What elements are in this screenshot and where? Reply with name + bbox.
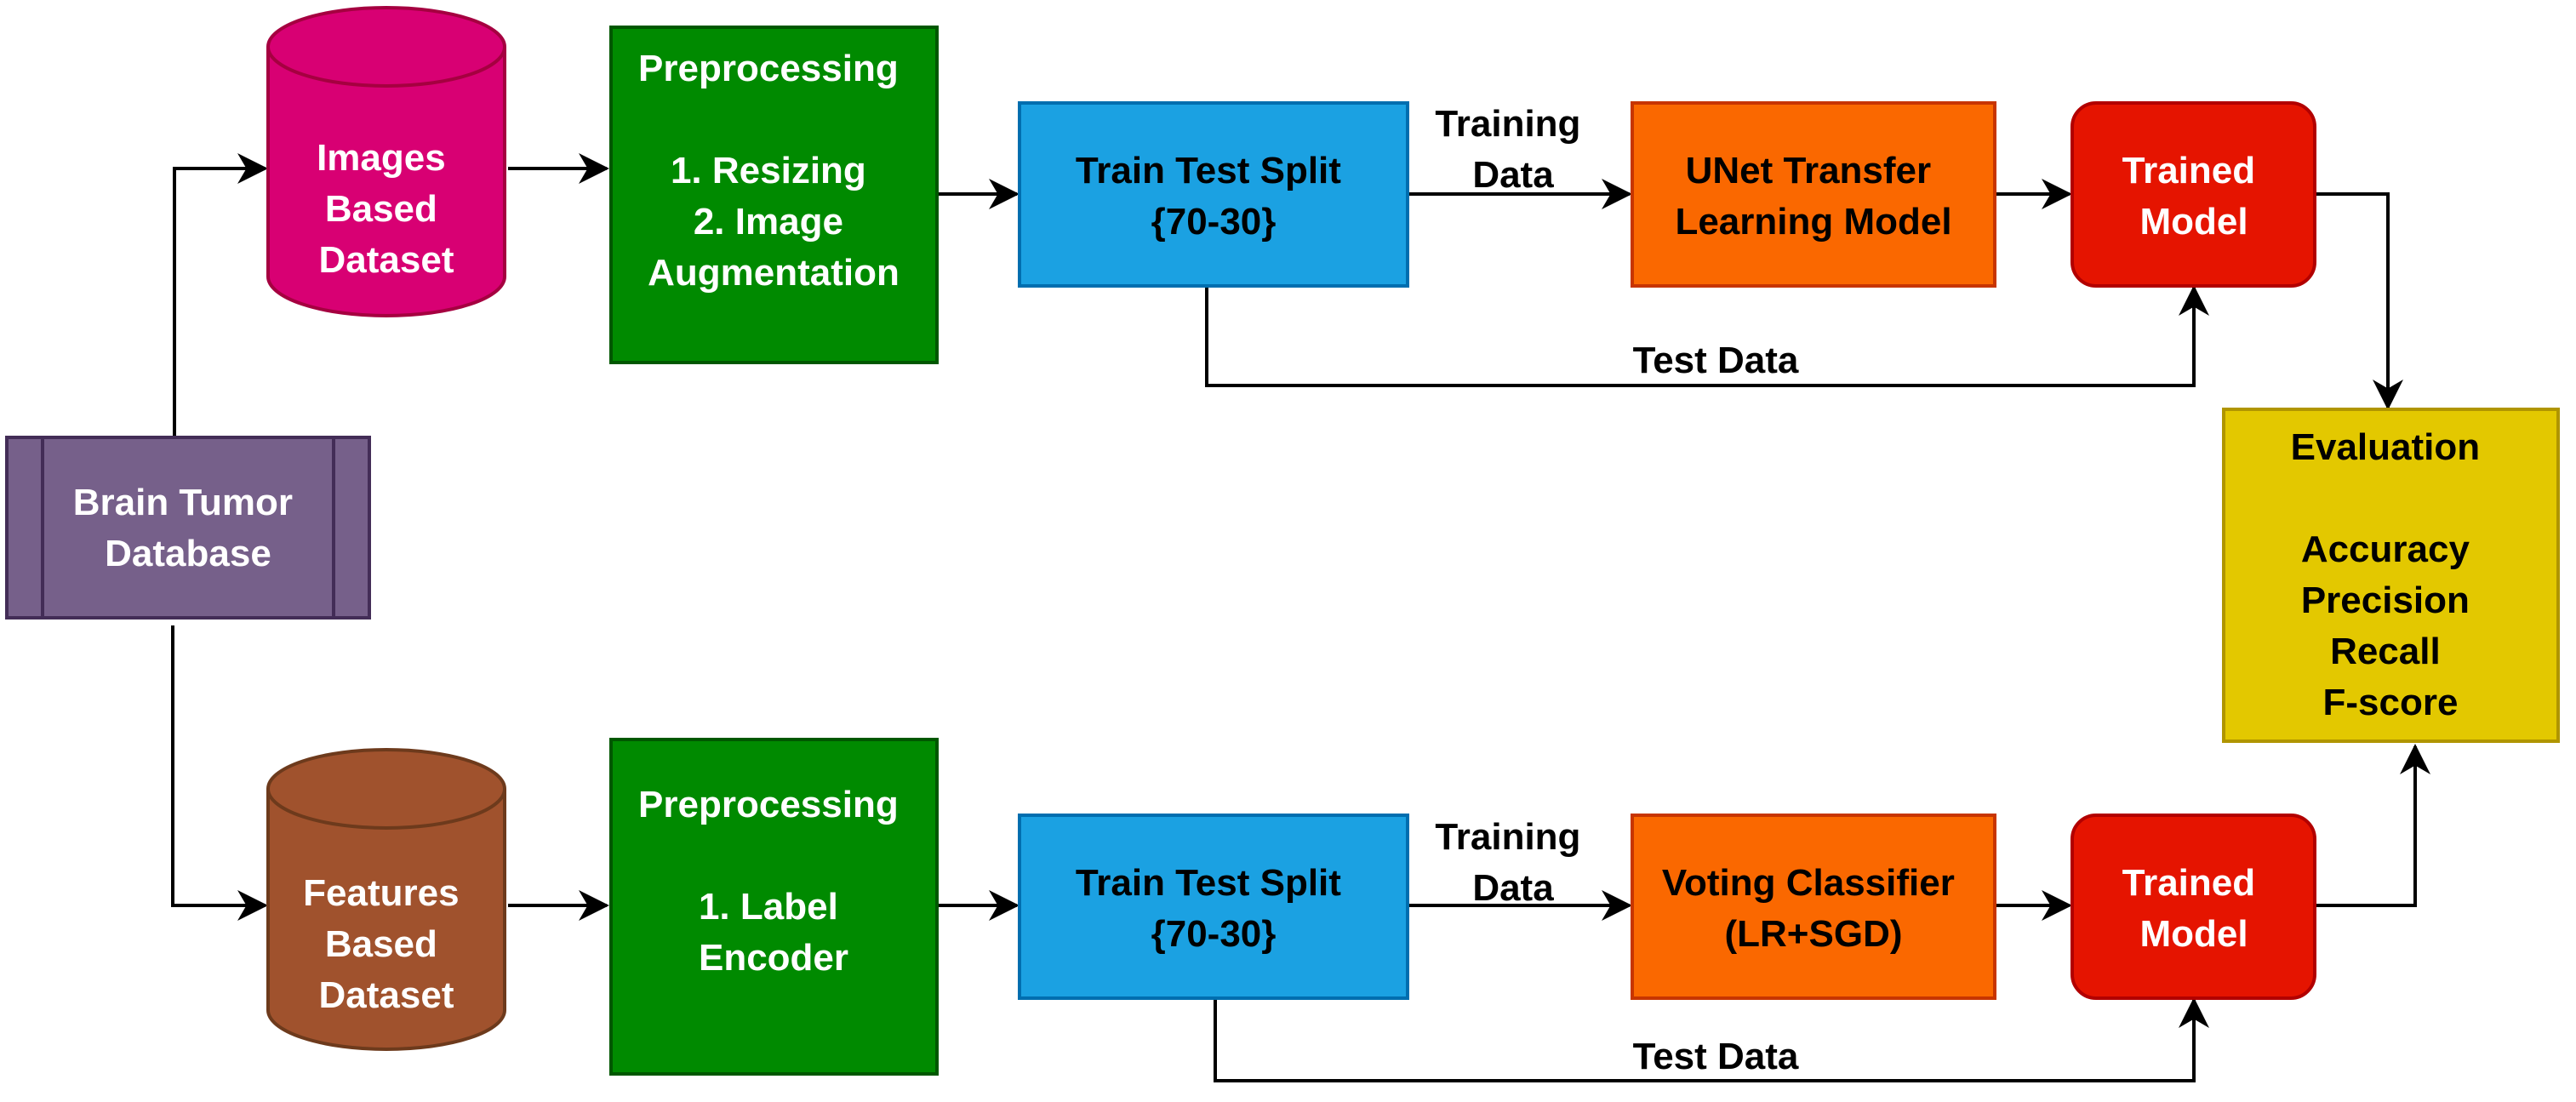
evaluation-line-5: Recall: [2330, 631, 2441, 672]
connectors: [171, 153, 2430, 1082]
trained-model-bottom-node: Trained Model: [2071, 814, 2316, 1000]
evaluation-node: Evaluation Accuracy Precision Recall F-s…: [2222, 408, 2560, 743]
svg-text:Preprocessing 1. Label: Preprocessing 1. Label Encoder: [638, 784, 909, 979]
voting-classifier-node: Voting Classifier (LR+SGD): [1631, 814, 1996, 1000]
preprocessing-bottom-line-3: 1. Label: [699, 886, 838, 928]
voting-classifier-line-2: (LR+SGD): [1725, 913, 1903, 955]
svg-text:Preprocessing 1. Resizin: Preprocessing 1. Resizing 2. Image Augme…: [638, 48, 909, 294]
preprocessing-bottom-line-4: Encoder: [699, 937, 848, 979]
svg-text:Images Based Datas: Images Based Dataset: [317, 137, 456, 281]
preprocessing-bottom-node: Preprocessing 1. Label Encoder: [609, 738, 939, 1076]
preprocessing-top-line-4: 2. Image: [694, 201, 843, 243]
svg-text:Train Test Split {70-30}: Train Test Split {70-30}: [1076, 150, 1351, 243]
split-top-line-2: {70-30}: [1151, 201, 1277, 243]
evaluation-line-6: F-score: [2323, 682, 2459, 723]
preprocessing-top-line-1: Preprocessing: [638, 48, 899, 89]
evaluation-line-3: Accuracy: [2301, 528, 2470, 570]
arrow-db-to-images-dataset: [173, 153, 268, 437]
preprocessing-top-line-3: 1. Resizing: [671, 150, 866, 191]
split-bottom-line-2: {70-30}: [1151, 913, 1277, 955]
svg-text:Trained Model: Trained Model: [2122, 862, 2266, 955]
evaluation-line-1: Evaluation: [2291, 426, 2481, 468]
images-dataset-cylinder: Images Based Dataset: [266, 6, 506, 317]
preprocessing-top-node: Preprocessing 1. Resizing 2. Image Augme…: [609, 26, 939, 364]
evaluation-line-4: Precision: [2301, 580, 2470, 621]
unet-model-line-1: UNet Transfer: [1686, 150, 1932, 191]
svg-text:Training Data: Training Data: [1435, 816, 1591, 909]
trained-bottom-line-1: Trained: [2122, 862, 2256, 904]
arrow-test-data-top: [1205, 285, 2209, 387]
svg-text:Evaluation Accuracy: Evaluation Accuracy Precision Recall F-s…: [2291, 426, 2491, 723]
images-dataset-line-1: Images: [317, 137, 446, 179]
split-top-node: Train Test Split {70-30}: [1018, 101, 1409, 288]
training-data-label-bottom-2: Data: [1472, 867, 1554, 909]
svg-text:Training Data: Training Data: [1435, 103, 1591, 196]
svg-text:Brain Tumor Database: Brain Tumor Database: [73, 482, 304, 574]
trained-model-top-node: Trained Model: [2071, 101, 2316, 288]
svg-text:Train Test Split {70-30}: Train Test Split {70-30}: [1076, 862, 1351, 955]
arrow-trained-bottom-to-evaluation: [2315, 744, 2430, 907]
features-dataset-line-3: Dataset: [319, 974, 454, 1016]
split-top-line-1: Train Test Split: [1076, 150, 1341, 191]
arrow-db-to-features-dataset: [171, 625, 268, 921]
trained-top-line-1: Trained: [2122, 150, 2256, 191]
svg-text:Trained Model: Trained Model: [2122, 150, 2266, 243]
preprocessing-bottom-line-1: Preprocessing: [638, 784, 899, 825]
images-dataset-line-2: Based: [325, 188, 437, 230]
svg-text:Features Based Dat: Features Based Dataset: [303, 872, 470, 1016]
test-data-label-top: Test Data: [1633, 340, 1799, 381]
voting-classifier-line-1: Voting Classifier: [1662, 862, 1955, 904]
split-bottom-node: Train Test Split {70-30}: [1018, 814, 1409, 1000]
features-dataset-line-1: Features: [303, 872, 459, 914]
images-dataset-line-3: Dataset: [319, 239, 454, 281]
svg-text:Voting Classifier (LR+SG: Voting Classifier (LR+SGD): [1662, 862, 1965, 955]
arrow-trained-top-to-evaluation: [2315, 192, 2403, 410]
trained-bottom-line-2: Model: [2139, 913, 2248, 955]
training-data-label-bottom-1: Training: [1435, 816, 1580, 858]
split-bottom-line-1: Train Test Split: [1076, 862, 1341, 904]
trained-top-line-2: Model: [2139, 201, 2248, 243]
unet-model-node: UNet Transfer Learning Model: [1631, 101, 1996, 288]
features-dataset-line-2: Based: [325, 923, 437, 965]
brain-tumor-database-node: Brain Tumor Database: [5, 436, 371, 620]
features-dataset-cylinder: Features Based Dataset: [266, 748, 506, 1051]
training-data-label-top-1: Training: [1435, 103, 1580, 145]
database-label-line-1: Brain Tumor: [73, 482, 293, 523]
preprocessing-top-line-5: Augmentation: [648, 252, 900, 294]
training-data-label-top-2: Data: [1472, 154, 1554, 196]
arrow-test-data-bottom: [1214, 997, 2209, 1082]
test-data-label-bottom: Test Data: [1633, 1036, 1799, 1077]
svg-text:UNet Transfer Learning M: UNet Transfer Learning Model: [1675, 150, 1951, 243]
unet-model-line-2: Learning Model: [1675, 201, 1951, 243]
database-label-line-2: Database: [105, 533, 271, 574]
